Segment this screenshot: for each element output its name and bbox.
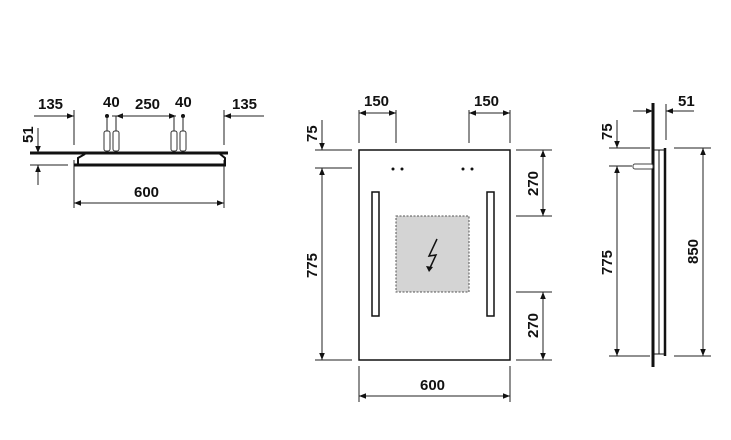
dim-lower-right: 270 [525, 313, 542, 338]
top-view: 135 40 250 40 135 51 600 [20, 94, 264, 208]
dim-right-offset: 135 [232, 96, 257, 113]
side-view: 51 75 775 850 [599, 93, 711, 367]
mounting-points [391, 167, 474, 171]
led-strip-left [371, 191, 380, 317]
led-strip-right [486, 191, 495, 317]
dim-height-left: 775 [304, 253, 321, 278]
dim-height-left: 775 [599, 250, 616, 275]
electrical-zone [395, 215, 470, 293]
front-view: 150 150 75 775 270 270 600 [304, 93, 552, 402]
dim-anchor-spacing: 250 [135, 96, 160, 113]
wall-anchor-icon [632, 163, 654, 170]
dim-upper-right: 270 [525, 171, 542, 196]
dim-top-right: 150 [474, 93, 499, 110]
dim-height-right: 850 [685, 239, 702, 264]
dim-anchor-left: 40 [103, 94, 120, 111]
lightning-icon [426, 238, 438, 272]
dim-depth: 51 [678, 93, 695, 110]
dim-top-offset: 75 [599, 123, 616, 140]
dim-width: 600 [420, 377, 445, 394]
dim-depth: 51 [20, 126, 37, 143]
dim-left-offset: 135 [38, 96, 63, 113]
dim-anchor-right: 40 [175, 94, 192, 111]
dim-width: 600 [134, 184, 159, 201]
dim-top-left: 150 [364, 93, 389, 110]
wall-anchor-icon [103, 130, 187, 152]
dim-top-offset: 75 [304, 125, 321, 142]
